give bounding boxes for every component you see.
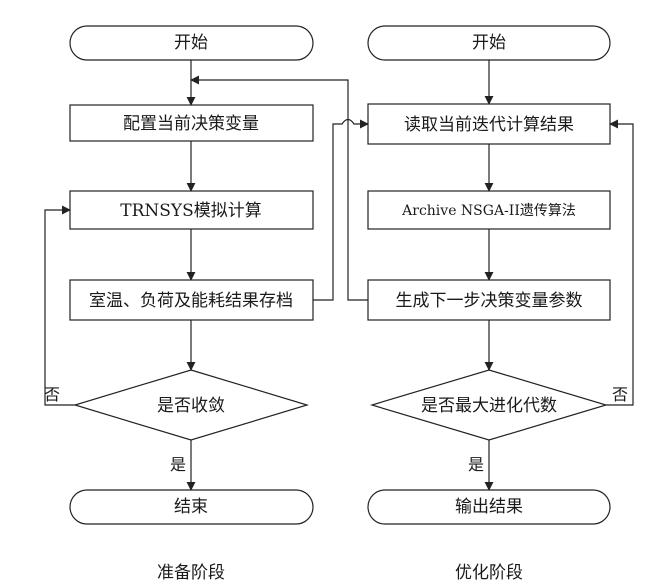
nsga-algorithm-label: Archive NSGA-II遗传算法 (401, 203, 576, 219)
edge-not-max-generation-loop (606, 119, 634, 406)
output-results-node: 输出结果 (367, 489, 611, 525)
generate-parameters-node: 生成下一步决策变量参数 (367, 279, 611, 321)
generate-parameters-label: 生成下一步决策变量参数 (396, 291, 583, 311)
configure-variables-node: 配置当前决策变量 (69, 104, 314, 142)
right-start-label: 开始 (472, 33, 506, 53)
archive-results-label: 室温、负荷及能耗结果存档 (89, 291, 293, 311)
converged-no-label: 否 (44, 385, 60, 404)
max-generation-decision-node: 是否最大进化代数 (369, 369, 609, 441)
max-generation-no-label: 否 (612, 385, 628, 404)
archive-results-node: 室温、负荷及能耗结果存档 (69, 279, 314, 321)
left-end-node: 结束 (69, 489, 314, 525)
max-generation-decision-label: 是否最大进化代数 (421, 396, 557, 416)
nsga-algorithm-node: Archive NSGA-II遗传算法 (367, 190, 611, 230)
left-end-label: 结束 (174, 497, 208, 517)
output-results-label: 输出结果 (455, 497, 523, 517)
converged-yes-label: 是 (170, 455, 186, 474)
read-results-label: 读取当前迭代计算结果 (404, 115, 574, 135)
edge-archive-to-read (313, 118, 369, 301)
converged-decision-label: 是否收敛 (157, 396, 225, 416)
preparation-stage-caption: 准备阶段 (157, 563, 225, 583)
max-generation-yes-label: 是 (468, 455, 484, 474)
optimization-stage-caption: 优化阶段 (455, 563, 523, 583)
right-start-node: 开始 (367, 25, 611, 61)
left-start-label: 开始 (174, 33, 208, 53)
read-results-node: 读取当前迭代计算结果 (367, 103, 611, 145)
trnsys-simulation-label: TRNSYS模拟计算 (120, 201, 262, 221)
edge-not-converged-loop (44, 205, 75, 406)
converged-decision-node: 是否收敛 (72, 369, 310, 441)
trnsys-simulation-node: TRNSYS模拟计算 (69, 190, 314, 230)
left-start-node: 开始 (69, 25, 314, 61)
edge-generate-to-configure (190, 75, 368, 301)
configure-variables-label: 配置当前决策变量 (123, 114, 259, 134)
